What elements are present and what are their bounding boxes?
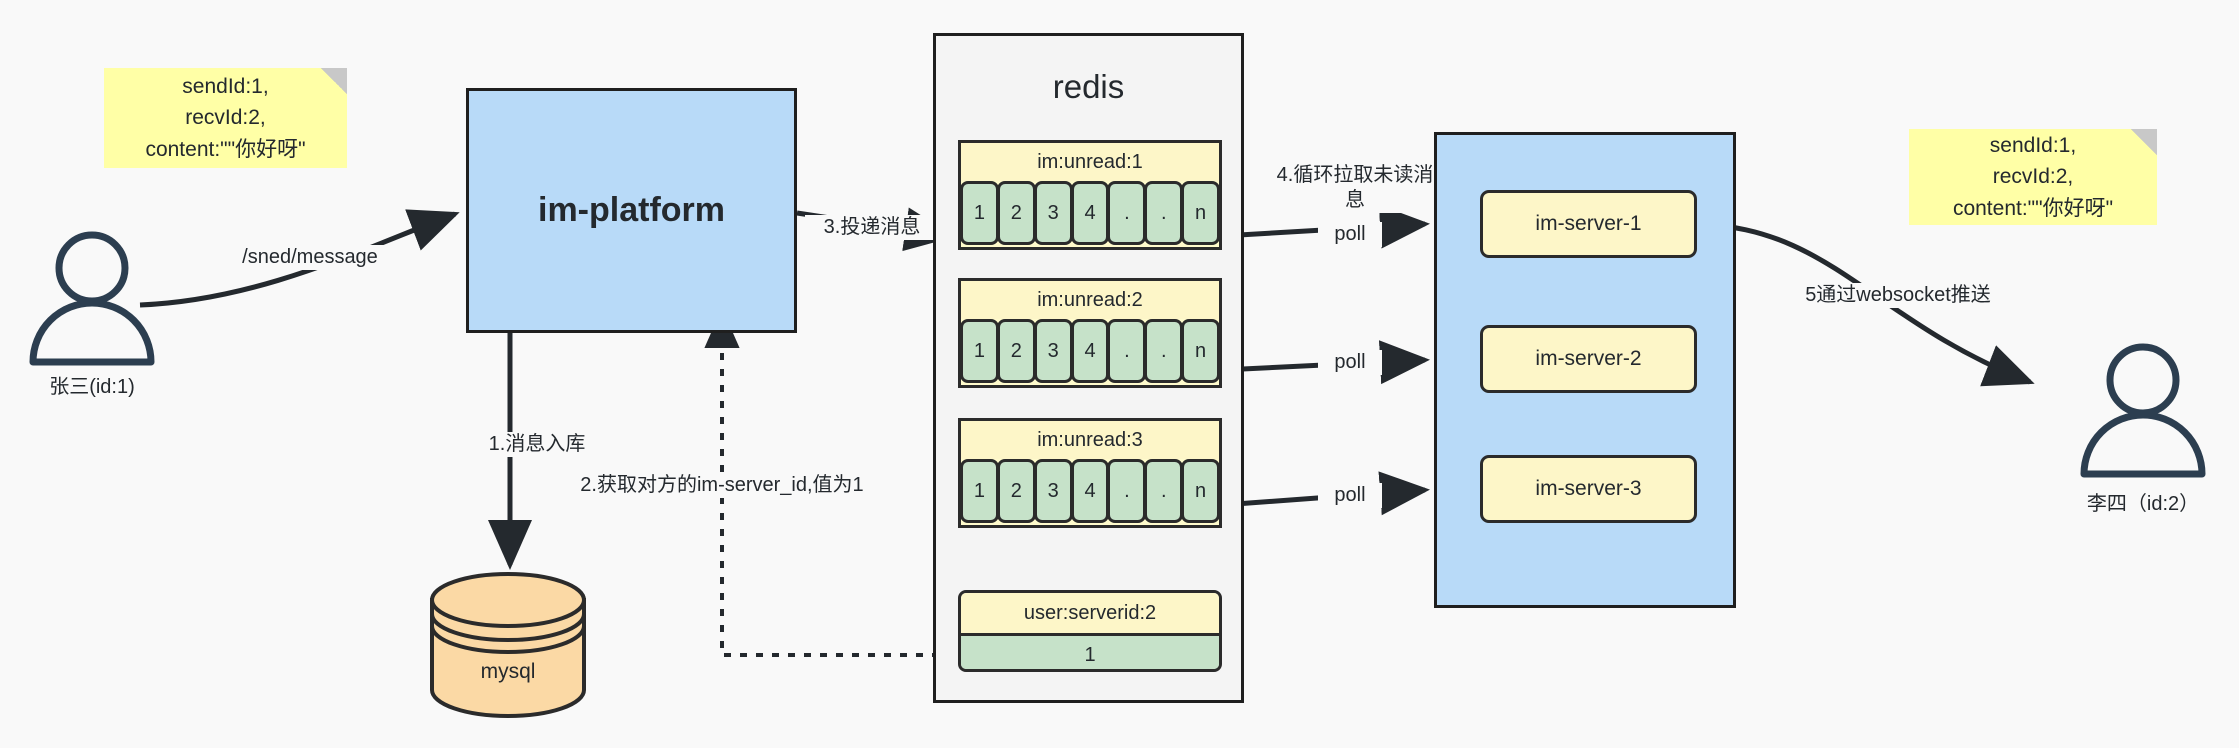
mysql-label: mysql (480, 660, 536, 683)
queue-cell[interactable]: . (1107, 319, 1147, 383)
queue-cell[interactable]: . (1107, 181, 1147, 245)
queue-cell[interactable]: . (1107, 459, 1147, 523)
redis-kv-user-serverid[interactable]: user:serverid:2 1 (958, 590, 1222, 672)
queue-cell[interactable]: 3 (1033, 459, 1073, 523)
note-fold-icon (2131, 129, 2157, 155)
edge-label-step4: 4.循环拉取未读消 息 (1258, 163, 1452, 213)
redis-queue-3-cells: 1 2 3 4 . . n (960, 459, 1221, 523)
redis-kv-value: 1 (961, 633, 1219, 669)
edge-label-step3: 3.投递消息 (805, 215, 939, 240)
queue-cell[interactable]: 4 (1070, 181, 1110, 245)
queue-cell[interactable]: 2 (996, 319, 1036, 383)
queue-cell[interactable]: . (1144, 319, 1184, 383)
queue-cell[interactable]: n (1181, 181, 1221, 245)
mysql-cylinder (430, 572, 586, 718)
queue-cell[interactable]: . (1144, 459, 1184, 523)
note-right-text: sendId:1, recvId:2, content:""你好呀" (1952, 133, 2114, 220)
queue-cell[interactable]: 4 (1070, 319, 1110, 383)
edge-label-poll-3: poll (1318, 483, 1382, 508)
edge-label-poll-1: poll (1318, 222, 1382, 247)
note-left: sendId:1, recvId:2, content:""你好呀" (104, 68, 347, 168)
im-server-2-label: im-server-2 (1535, 347, 1642, 370)
im-platform-box[interactable]: im-platform (466, 88, 797, 333)
redis-queue-2-cells: 1 2 3 4 . . n (960, 319, 1221, 383)
note-right: sendId:1, recvId:2, content:""你好呀" (1909, 129, 2157, 225)
queue-cell[interactable]: 3 (1033, 181, 1073, 245)
redis-queue-1-cells: 1 2 3 4 . . n (960, 181, 1221, 245)
redis-title: redis (1052, 68, 1125, 105)
redis-queue-1-name: im:unread:1 (961, 143, 1219, 181)
edge-label-send-message: /sned/message (228, 245, 392, 270)
queue-cell[interactable]: n (1181, 319, 1221, 383)
edge-label-step1: 1.消息入库 (450, 432, 624, 457)
redis-queue-1[interactable]: im:unread:1 1 2 3 4 . . n (958, 140, 1222, 250)
queue-cell[interactable]: . (1144, 181, 1184, 245)
redis-queue-3[interactable]: im:unread:3 1 2 3 4 . . n (958, 418, 1222, 528)
queue-cell[interactable]: n (1181, 459, 1221, 523)
receiver-caption: 李四（id:2） (2086, 493, 2200, 515)
edge-label-step5: 5通过websocket推送 (1786, 283, 2010, 308)
note-fold-icon (321, 68, 347, 94)
queue-cell[interactable]: 2 (996, 181, 1036, 245)
queue-cell[interactable]: 1 (960, 319, 999, 383)
im-server-1-box[interactable]: im-server-1 (1480, 190, 1697, 258)
sender-actor-icon (29, 231, 155, 366)
edge-label-poll-2: poll (1318, 350, 1382, 375)
im-server-2-box[interactable]: im-server-2 (1480, 325, 1697, 393)
queue-cell[interactable]: 3 (1033, 319, 1073, 383)
im-server-3-box[interactable]: im-server-3 (1480, 455, 1697, 523)
redis-queue-2-name: im:unread:2 (961, 281, 1219, 319)
im-server-1-label: im-server-1 (1535, 212, 1642, 235)
queue-cell[interactable]: 2 (996, 459, 1036, 523)
queue-cell[interactable]: 1 (960, 181, 999, 245)
im-server-3-label: im-server-3 (1535, 477, 1642, 500)
receiver-actor-icon (2080, 343, 2206, 478)
edge-label-step2: 2.获取对方的im-server_id,值为1 (570, 473, 874, 498)
queue-cell[interactable]: 1 (960, 459, 999, 523)
note-left-text: sendId:1, recvId:2, content:""你好呀" (145, 74, 306, 161)
redis-kv-key: user:serverid:2 (961, 593, 1219, 633)
redis-queue-2[interactable]: im:unread:2 1 2 3 4 . . n (958, 278, 1222, 388)
im-platform-title: im-platform (538, 191, 725, 229)
sender-caption: 张三(id:1) (49, 376, 135, 398)
queue-cell[interactable]: 4 (1070, 459, 1110, 523)
redis-queue-3-name: im:unread:3 (961, 421, 1219, 459)
